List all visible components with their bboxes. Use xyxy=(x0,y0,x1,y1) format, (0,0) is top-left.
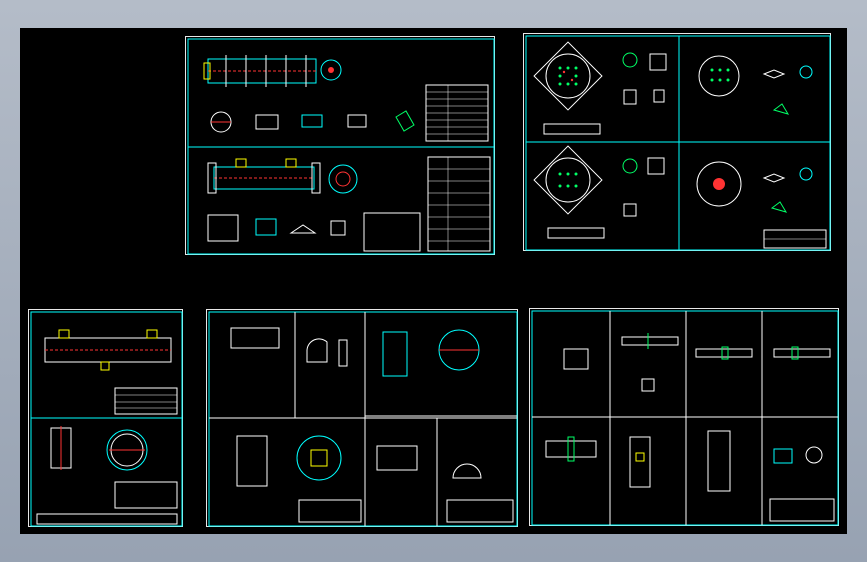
drawing-sheet-part-details[interactable] xyxy=(206,309,518,527)
sheet-5-drawing xyxy=(531,310,839,526)
cad-model-space-canvas[interactable] xyxy=(20,28,847,534)
sheet-2-drawing xyxy=(525,35,831,251)
drawing-sheet-heat-exchanger-assembly[interactable] xyxy=(185,36,495,255)
sheet-4-drawing xyxy=(208,311,518,527)
drawing-sheet-tube-sheets[interactable] xyxy=(523,33,831,251)
sheet-3-drawing xyxy=(30,311,183,527)
drawing-sheet-small-parts[interactable] xyxy=(529,308,839,526)
drawing-sheet-shell[interactable] xyxy=(28,309,183,527)
sheet-1-drawing xyxy=(187,38,495,255)
